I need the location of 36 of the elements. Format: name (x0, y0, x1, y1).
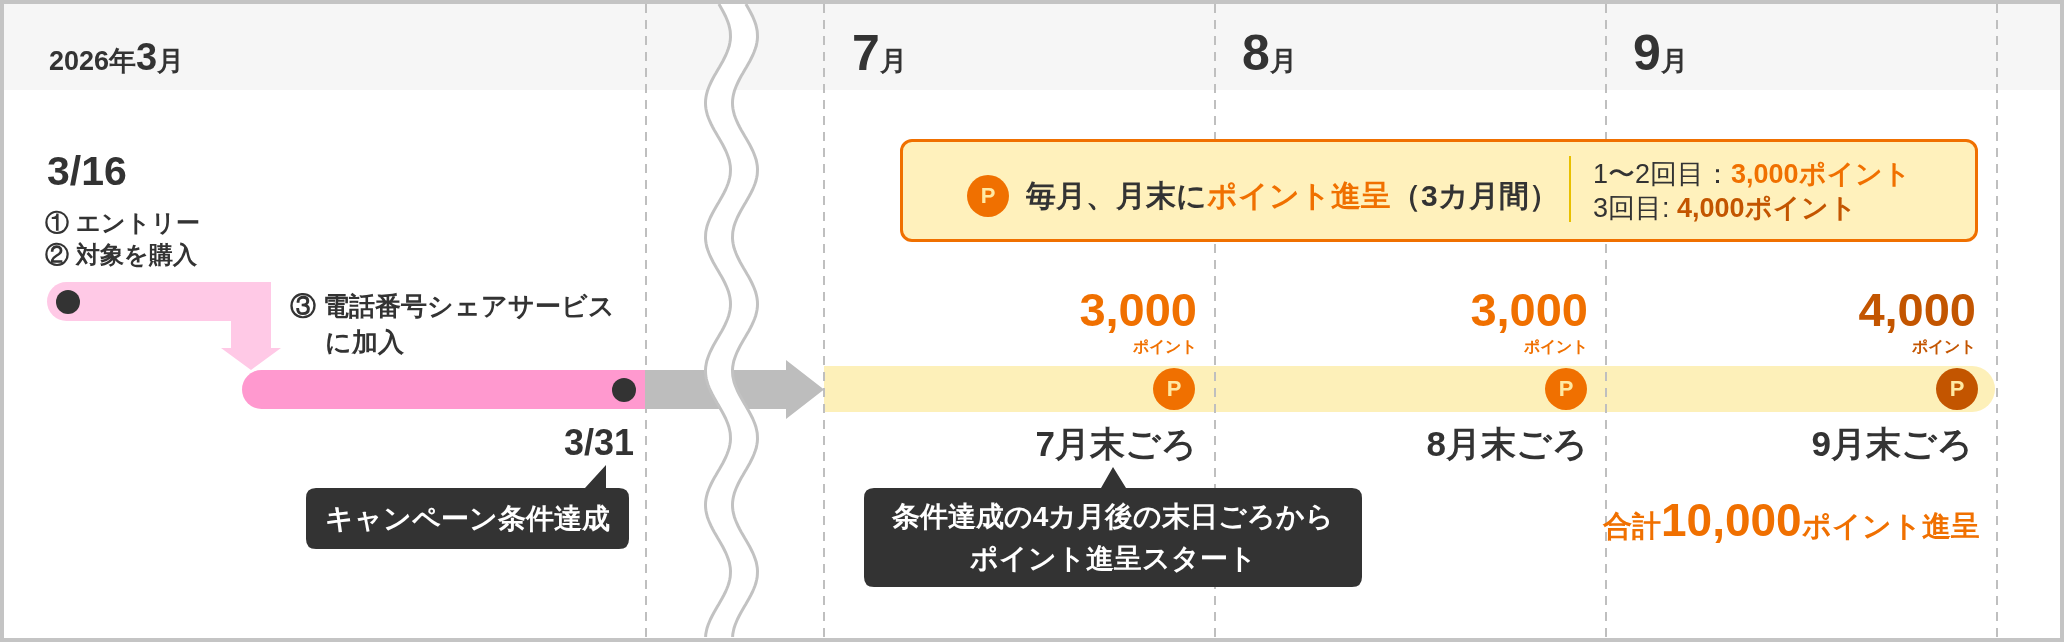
reward-text: 3回目: 4,000ポイント (1593, 192, 1857, 225)
point-badge: P (1545, 368, 1587, 410)
date-label: 7月末ごろ (1035, 423, 1197, 465)
month-label: 7月 (852, 31, 907, 83)
block-arrow (645, 360, 824, 419)
callout-text: キャンペーン条件達成 (325, 501, 610, 536)
timeline-bar (47, 282, 271, 321)
block-arrow (221, 321, 281, 370)
month-label: 8月 (1242, 31, 1297, 83)
timeline-bar (242, 370, 645, 409)
timeline-bar (824, 366, 1995, 412)
date-label: 9月末ごろ (1811, 423, 1973, 465)
speech-bubble (864, 467, 1362, 587)
point-badge: P (1936, 368, 1978, 410)
amount-text: 3,000 (1470, 282, 1588, 338)
amount-text: 4,000 (1858, 282, 1976, 338)
reward-text: 1〜2回目：3,000ポイント (1593, 158, 1911, 191)
month-label: 9月 (1633, 31, 1688, 83)
unit-label: ポイント (1912, 337, 1976, 356)
date-label: 3/31 (563, 421, 634, 464)
unit-label: ポイント (1133, 337, 1197, 356)
amount-text: 3,000 (1079, 282, 1197, 338)
point-badge: P (1153, 368, 1195, 410)
step-text: ① エントリー (45, 208, 200, 237)
step-text: ② 対象を購入 (45, 240, 197, 269)
total-text: 合計10,000ポイント進呈 (1603, 494, 1980, 548)
headline-text: 毎月、月末にポイント進呈（3カ月間） (1026, 178, 1559, 214)
unit-label: ポイント (1524, 337, 1588, 356)
notice-panel (900, 139, 1978, 242)
callout-text: 条件達成の4カ月後の末日ごろからポイント進呈スタート (890, 499, 1336, 576)
date-label: 3/16 (47, 147, 127, 196)
speech-bubble (306, 465, 629, 549)
edge-label: ③ 電話番号シェアサービスに加入 (290, 290, 617, 359)
month-label: 2026年3月 (49, 35, 185, 80)
date-label: 8月末ごろ (1426, 423, 1588, 465)
point-badge: P (967, 175, 1009, 217)
